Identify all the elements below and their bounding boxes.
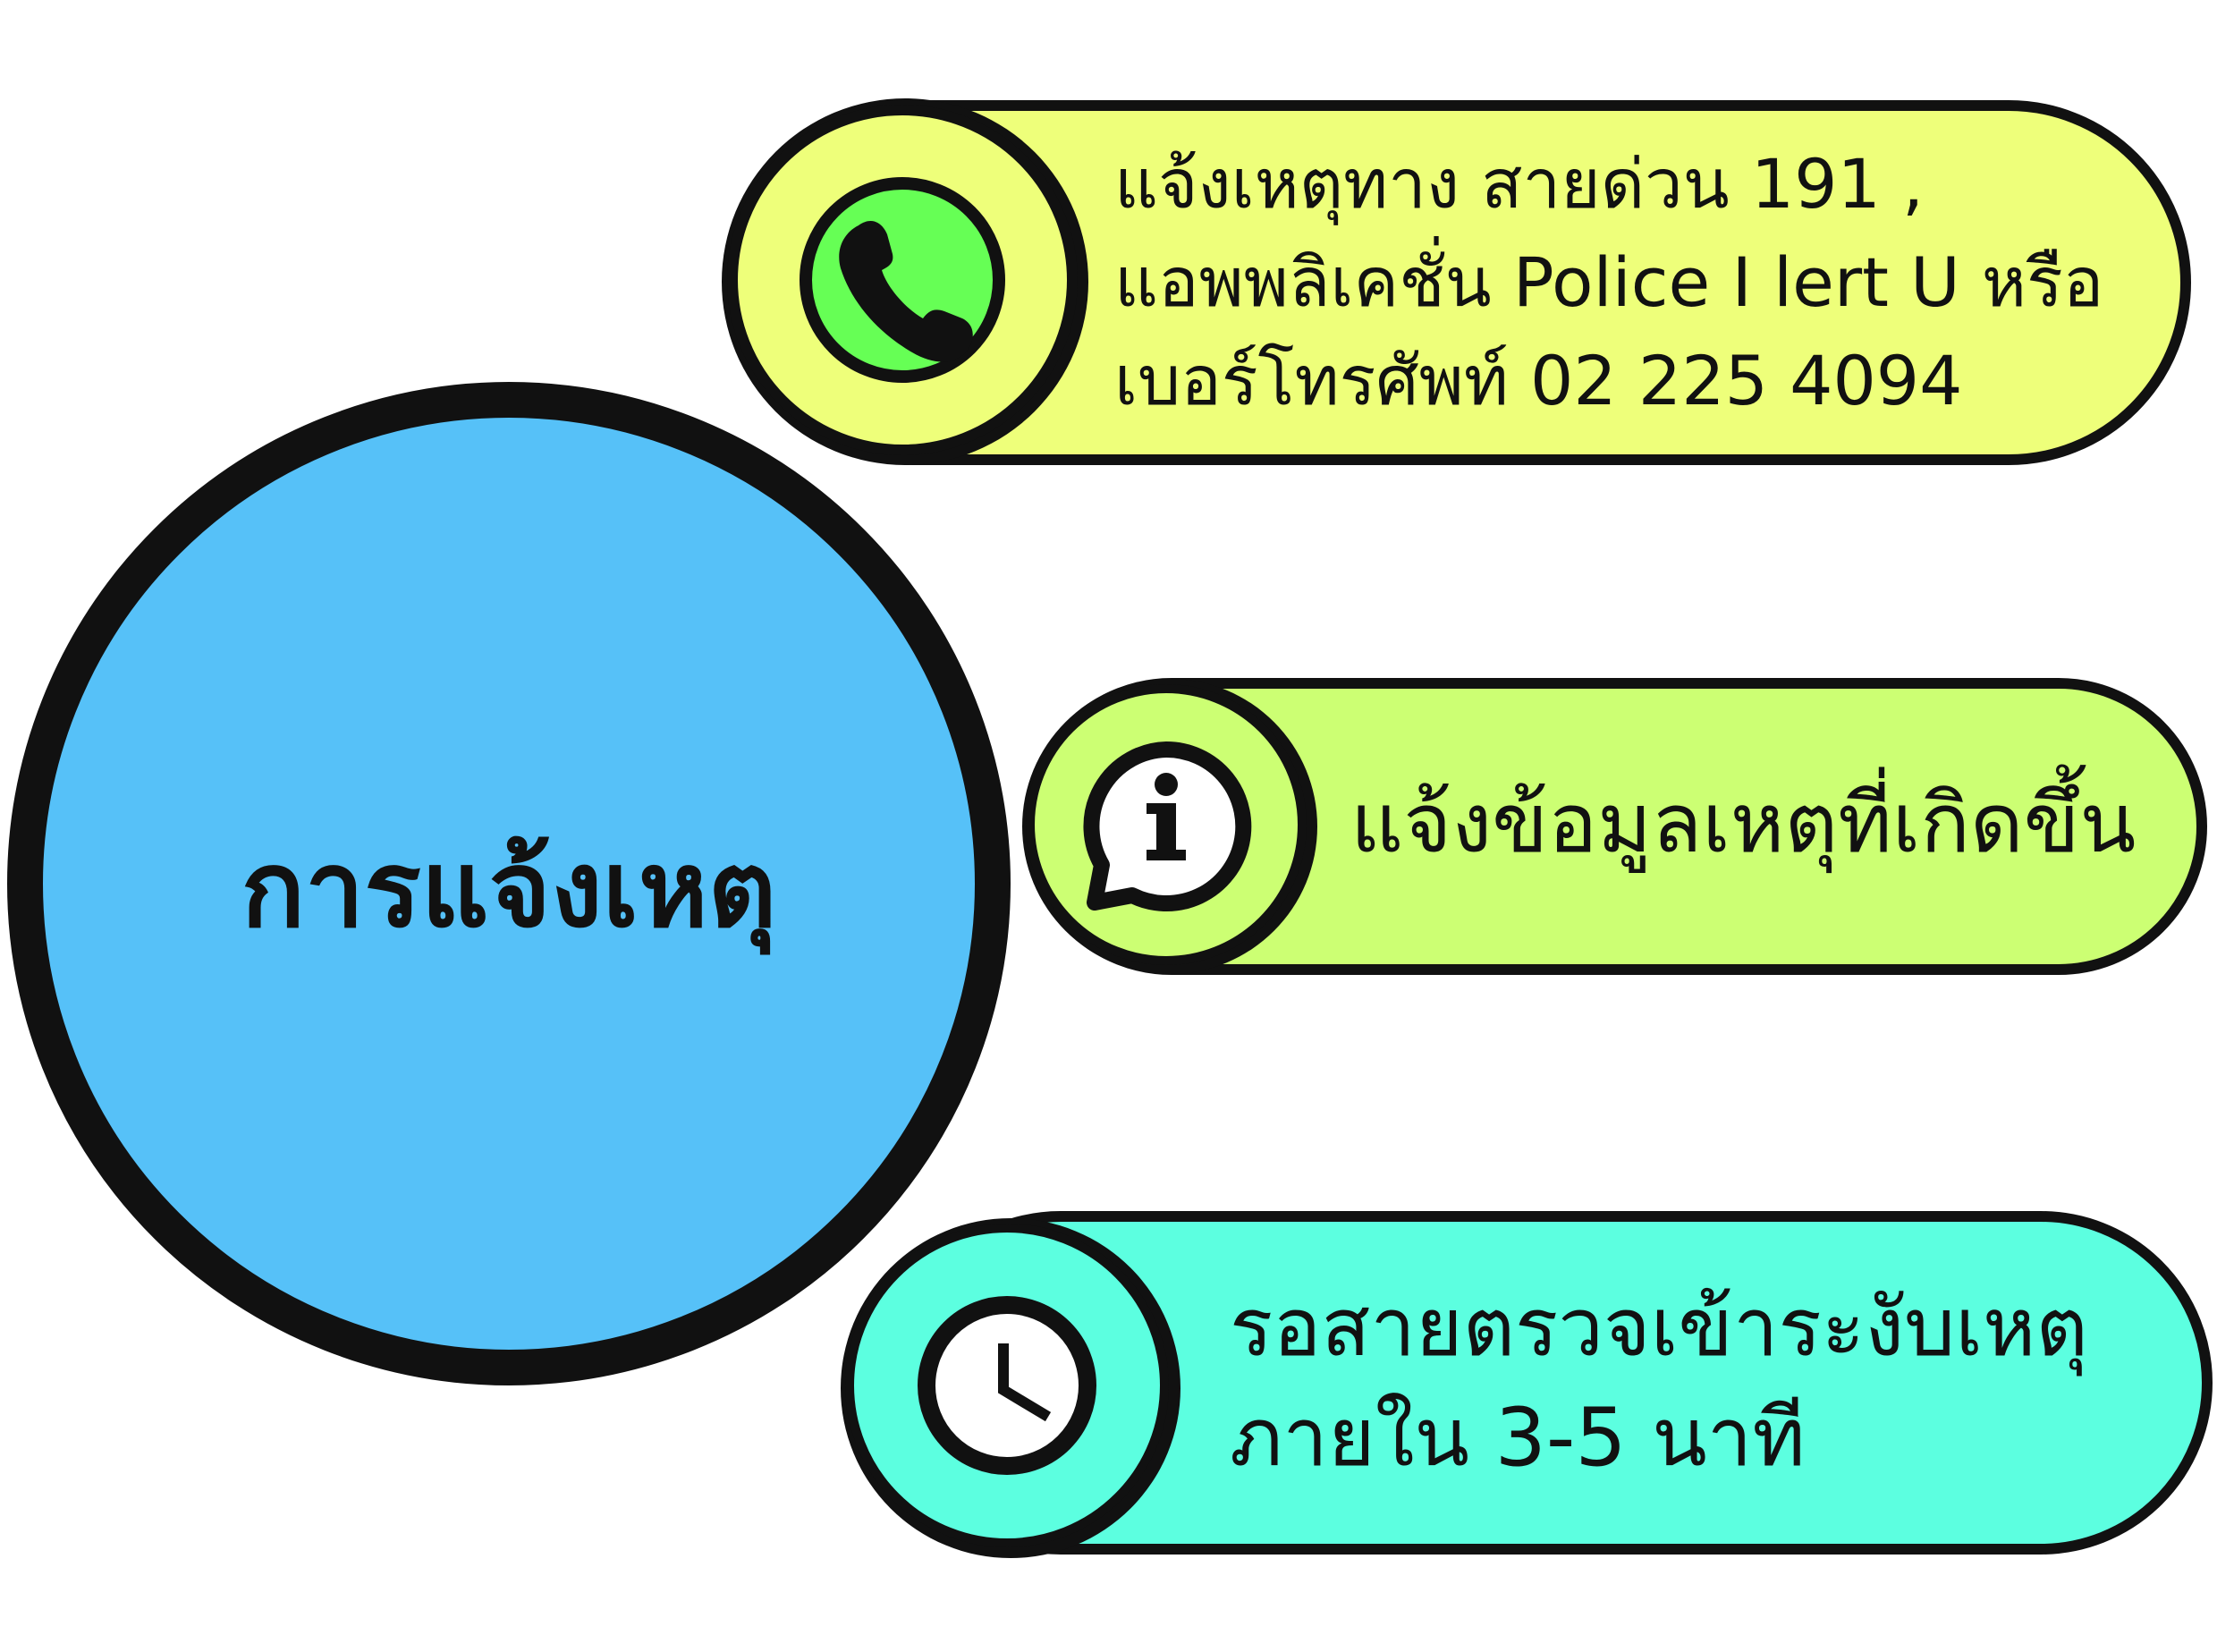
- clock-icon: [918, 1296, 1096, 1475]
- card-wait-patrol-line-1: รอสายตรวจเข้าระงับเหตุ: [1230, 1281, 2088, 1377]
- card-hotline-line-2: แอพพลิเคชั่น Police I lert U หรือ: [1114, 236, 2103, 322]
- card-report-info: แจ้งข้อมูลเหตุที่เกิดขึ้น: [1022, 678, 2207, 975]
- phone-icon: [800, 177, 1005, 383]
- card-hotline: แจ้งเหตุทาง สายด่วน 191 , แอพพลิเคชั่น P…: [722, 98, 2191, 465]
- card-report-info-text: แจ้งข้อมูลเหตุที่เกิดขึ้น: [1350, 764, 2136, 874]
- card-hotline-line-3: เบอร์โทรศัพท์ 02 225 4094: [1114, 341, 1963, 420]
- info-chat-icon: [1083, 741, 1252, 911]
- main-title: การแจ้งเหตุ: [241, 827, 777, 955]
- card-wait-patrol-line-2: ภายใน 3-5 นาที: [1230, 1391, 1806, 1485]
- main-circle: การแจ้งเหตุ: [7, 382, 1011, 1385]
- card-wait-patrol: รอสายตรวจเข้าระงับเหตุ ภายใน 3-5 นาที: [841, 1211, 2213, 1558]
- card-hotline-line-1: แจ้งเหตุทาง สายด่วน 191 ,: [1114, 144, 1924, 225]
